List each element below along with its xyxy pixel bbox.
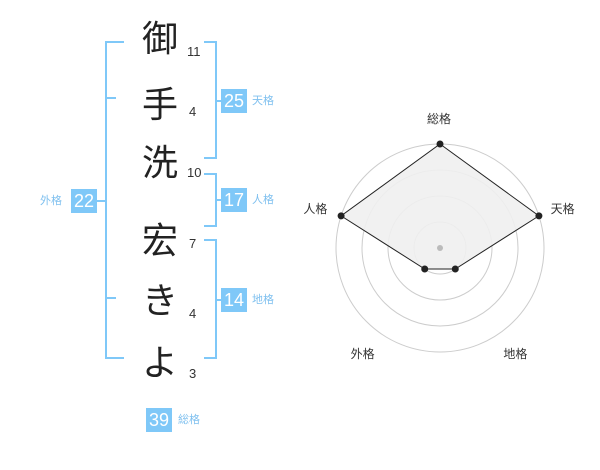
given-strokes-1: 7 <box>189 236 197 251</box>
radar-axis-label-3: 地格 <box>503 347 528 362</box>
soukaku-value-badge: 39 <box>146 408 173 432</box>
radar-point-5 <box>337 212 345 220</box>
gaikaku-value-badge: 22 <box>71 189 98 213</box>
tenkaku-label: 天格 <box>252 94 274 107</box>
jinkaku-label: 人格 <box>252 193 274 206</box>
radar-points <box>337 140 543 273</box>
chikaku-value-badge: 14 <box>221 288 248 312</box>
radar-center-dot <box>437 245 443 251</box>
gaikaku-label: 外格 <box>40 194 62 207</box>
radar-series-polygon <box>340 143 540 270</box>
tenkaku-value-badge: 25 <box>221 89 248 113</box>
radar-axis-label-2: 天格 <box>550 201 575 216</box>
given-strokes-2: 4 <box>189 306 197 321</box>
radar-axis-label-5: 人格 <box>303 201 328 216</box>
given-char-3: よ <box>141 343 178 384</box>
surname-char-3: 洗 <box>141 143 178 184</box>
radar-point-3 <box>451 265 459 273</box>
jinkaku-value-badge: 17 <box>221 188 248 212</box>
radar-point-1 <box>436 140 444 148</box>
radar-point-2 <box>535 212 543 220</box>
surname-strokes-1: 11 <box>187 44 201 59</box>
surname-char-2: 手 <box>141 85 178 126</box>
radar-point-4 <box>421 265 429 273</box>
radar-axis-label-4: 外格 <box>350 347 375 362</box>
chikaku-label: 地格 <box>252 293 274 306</box>
soukaku-label: 総格 <box>178 413 200 426</box>
surname-strokes-2: 4 <box>189 104 197 119</box>
surname-strokes-3: 10 <box>187 165 202 180</box>
surname-char-1: 御 <box>141 19 178 60</box>
given-char-2: き <box>141 281 178 322</box>
given-char-1: 宏 <box>141 221 178 262</box>
given-strokes-3: 3 <box>189 366 197 381</box>
radar-axis-label-1: 総格 <box>427 112 452 126</box>
